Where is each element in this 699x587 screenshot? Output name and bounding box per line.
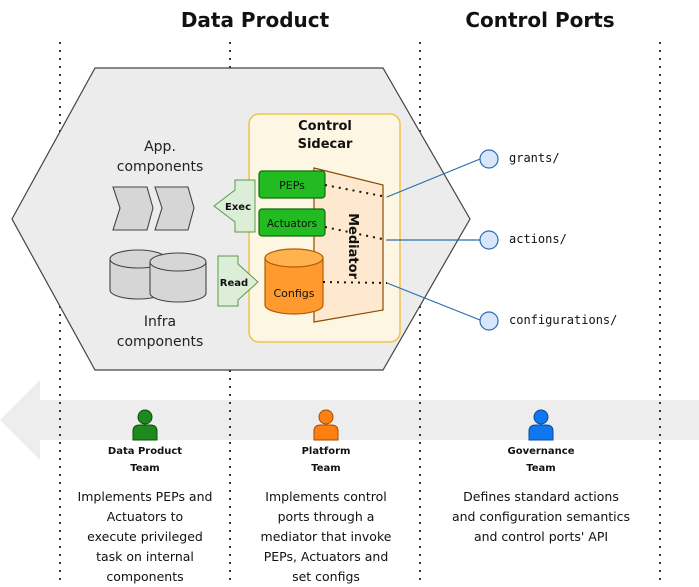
port-circle-actions[interactable] xyxy=(479,230,499,250)
port-circle-configurations[interactable] xyxy=(479,311,499,331)
actuators-box xyxy=(258,208,326,237)
read-arrow xyxy=(217,255,259,307)
app-components-label: App. components xyxy=(116,139,204,175)
peps-box xyxy=(258,170,326,199)
infra-components-icon xyxy=(109,249,207,303)
team-description-governance: Defines standard actions and configurati… xyxy=(451,489,631,544)
configs-label: Configs xyxy=(273,287,314,300)
app-components-icon xyxy=(112,186,195,231)
actuators-label: Actuators xyxy=(267,218,317,230)
port-label-configurations[interactable]: configurations/ xyxy=(509,313,618,327)
team-description-data-product: Implements PEPs and Actuators to execute… xyxy=(77,489,213,584)
person-icon-data-product-team xyxy=(132,409,158,441)
person-icon-governance-team xyxy=(528,409,554,441)
mediator-label: Mediator xyxy=(345,213,360,279)
team-description-platform: Implements control ports through a media… xyxy=(260,489,392,584)
team-name-platform: Platform Team xyxy=(301,446,351,474)
port-connectors xyxy=(386,158,481,321)
port-label-actions[interactable]: actions/ xyxy=(509,232,567,246)
team-name-governance: Governance Team xyxy=(507,446,575,474)
read-label: Read xyxy=(220,278,248,289)
infra-components-label: Infra components xyxy=(116,314,204,350)
exec-arrow xyxy=(213,179,256,233)
exec-label: Exec xyxy=(225,202,251,213)
port-label-grants[interactable]: grants/ xyxy=(509,151,560,165)
person-icon-platform-team xyxy=(313,409,339,441)
header-control-ports: Control Ports xyxy=(465,8,615,32)
port-circle-grants[interactable] xyxy=(479,149,499,169)
configs-cylinder xyxy=(264,248,324,315)
team-name-data-product: Data Product Team xyxy=(107,446,183,474)
sidecar-title: Control Sidecar xyxy=(297,119,353,152)
peps-label: PEPs xyxy=(279,179,305,192)
header-data-product: Data Product xyxy=(180,8,330,32)
